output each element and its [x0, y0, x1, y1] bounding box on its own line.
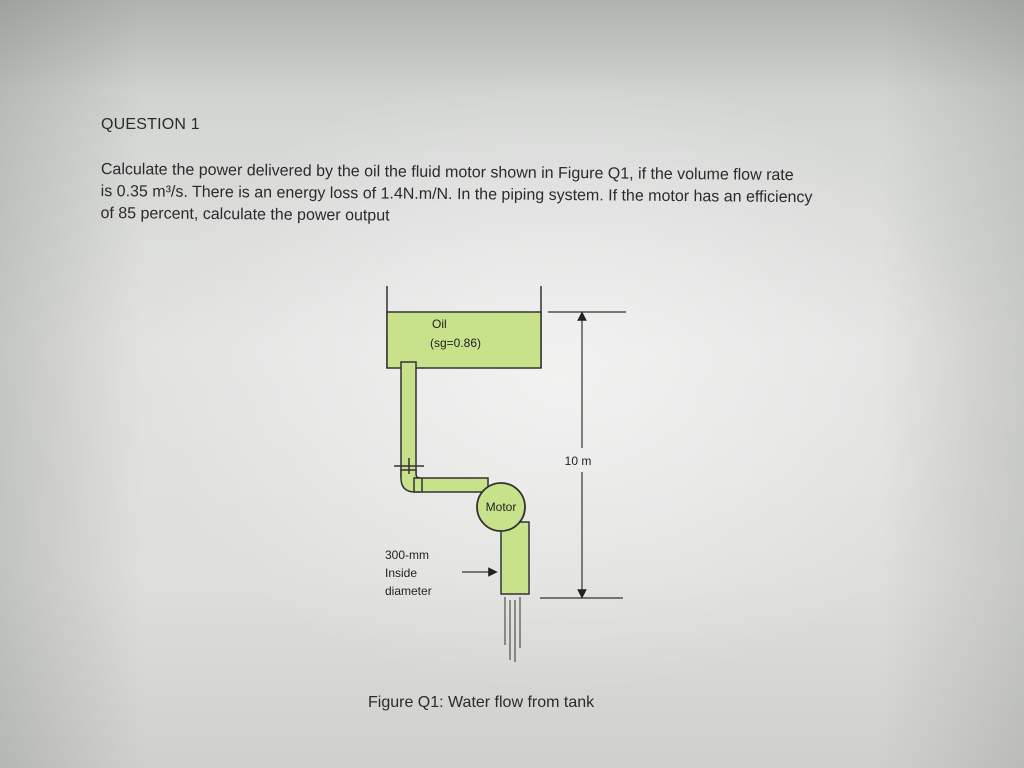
- question-heading: QUESTION 1: [101, 116, 200, 133]
- outlet-pipe-below-motor: [500, 521, 530, 595]
- pipe-label-line-1: 300-mm: [385, 548, 429, 562]
- oil-tank: [386, 311, 542, 369]
- tank-label-oil: Oil: [432, 317, 447, 331]
- pipe-label-line-3: diameter: [385, 584, 432, 598]
- height-label: 10 m: [565, 454, 592, 468]
- pipe-horizontal: [413, 477, 489, 493]
- tank-label-sg: (sg=0.86): [430, 336, 481, 350]
- figure-caption: Figure Q1: Water flow from tank: [368, 694, 595, 711]
- motor-circle: [476, 482, 526, 532]
- motor-label: Motor: [486, 500, 517, 514]
- pipe-label-line-2: Inside: [385, 566, 417, 580]
